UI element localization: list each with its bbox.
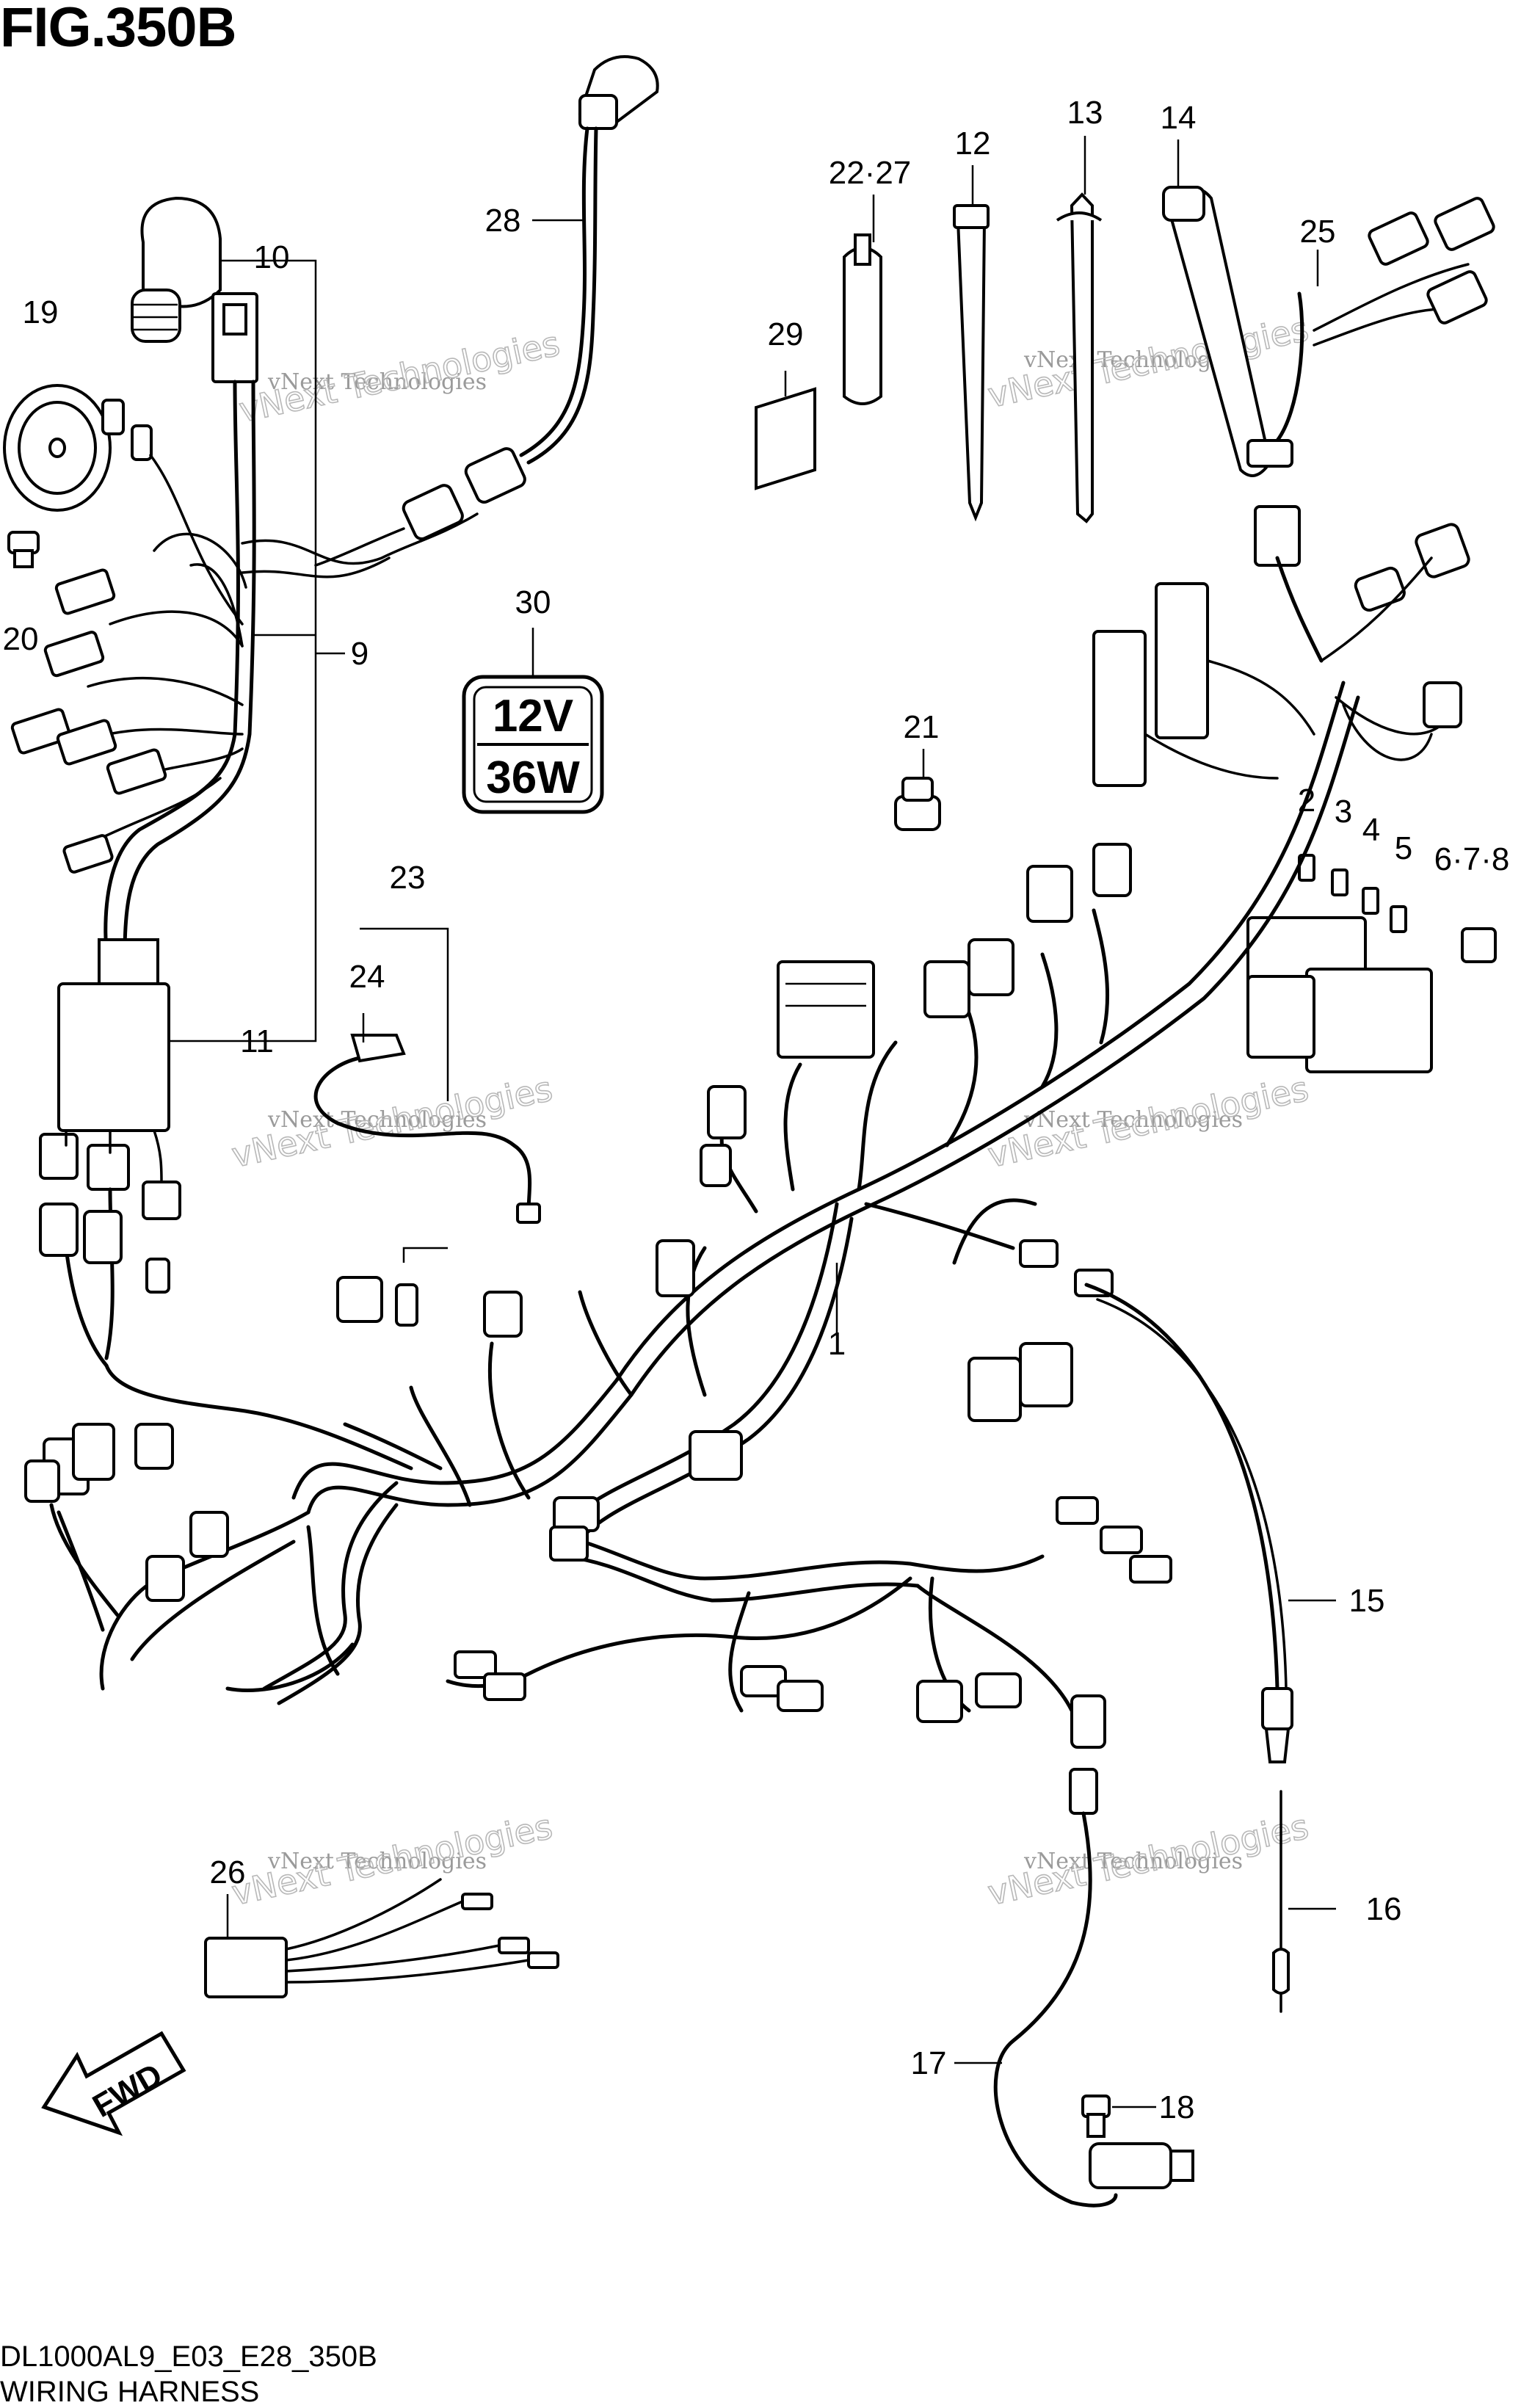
- callout-14: 14: [1161, 100, 1197, 136]
- callout-2: 2: [1298, 783, 1315, 819]
- callout-19: 19: [23, 294, 59, 330]
- pin-part-16: [1272, 1790, 1290, 2013]
- callout-4: 4: [1362, 812, 1380, 848]
- svg-text:vNext Technologies: vNext Technologies: [1023, 1107, 1243, 1133]
- model-code: DL1000AL9_E03_E28_350B: [0, 2340, 377, 2373]
- svg-text:vNext Technologies: vNext Technologies: [267, 1107, 487, 1133]
- callout-21: 21: [904, 709, 940, 745]
- callout-5: 5: [1395, 830, 1412, 866]
- svg-text:vNext Technologies: vNext Technologies: [267, 1849, 487, 1874]
- callout-1: 1: [828, 1326, 846, 1362]
- callout-24: 24: [349, 959, 385, 995]
- figure-name: WIRING HARNESS: [0, 2376, 260, 2408]
- callout-28: 28: [485, 203, 521, 239]
- control-module-part: [39, 938, 181, 1220]
- callout-23: 23: [390, 860, 426, 896]
- callout-29: 29: [768, 316, 804, 352]
- bulb-voltage: 12V: [493, 691, 573, 741]
- svg-text:vNext Technologies: vNext Technologies: [1023, 1849, 1243, 1874]
- callout-30: 30: [515, 584, 551, 620]
- callout-9: 9: [351, 636, 369, 672]
- svg-text:vNext Technologies: vNext Technologies: [1023, 347, 1243, 373]
- callout-16: 16: [1366, 1891, 1402, 1927]
- callout-17: 17: [911, 2045, 947, 2081]
- bolt-part: [7, 531, 40, 568]
- bulb-harness-part: [314, 55, 659, 567]
- callout-25: 25: [1300, 214, 1336, 250]
- callout-11: 11: [240, 1023, 274, 1059]
- sensor-part-17: [993, 1768, 1194, 2208]
- horn-part: [3, 384, 153, 512]
- relay-box-part: [1092, 505, 1470, 1073]
- sub-harness-25: [1246, 197, 1495, 468]
- bolt-part-18: [1081, 2095, 1111, 2138]
- bulb-rating-label: 12V 36W: [462, 675, 604, 814]
- callout-15: 15: [1349, 1583, 1385, 1619]
- cable-ties: [843, 186, 1272, 523]
- tape-part: [755, 387, 816, 490]
- ground-lead-23: [313, 1034, 541, 1224]
- callout-13: 13: [1067, 95, 1103, 131]
- main-harness: [24, 681, 1360, 1749]
- callout-22-27: 22·27: [829, 155, 912, 191]
- bulb-socket-part: [131, 196, 258, 383]
- harness-part-26: [204, 1878, 559, 1998]
- callout-20: 20: [3, 621, 39, 657]
- bulb-wattage: 36W: [486, 752, 580, 803]
- callout-26: 26: [210, 1854, 246, 1890]
- figure-title: FIG.350B: [0, 0, 236, 59]
- callout-10: 10: [254, 239, 290, 275]
- connector-group-left: [10, 568, 167, 874]
- callout-6-7-8: 6·7·8: [1434, 841, 1510, 877]
- svg-text:vNext Technologies: vNext Technologies: [267, 369, 487, 395]
- clamp-part: [894, 777, 941, 831]
- sensor-lead-15: [1084, 1283, 1293, 1763]
- callout-18: 18: [1159, 2089, 1195, 2125]
- callout-3: 3: [1335, 794, 1352, 830]
- forward-arrow: FWD: [41, 2031, 186, 2136]
- callout-12: 12: [955, 126, 991, 162]
